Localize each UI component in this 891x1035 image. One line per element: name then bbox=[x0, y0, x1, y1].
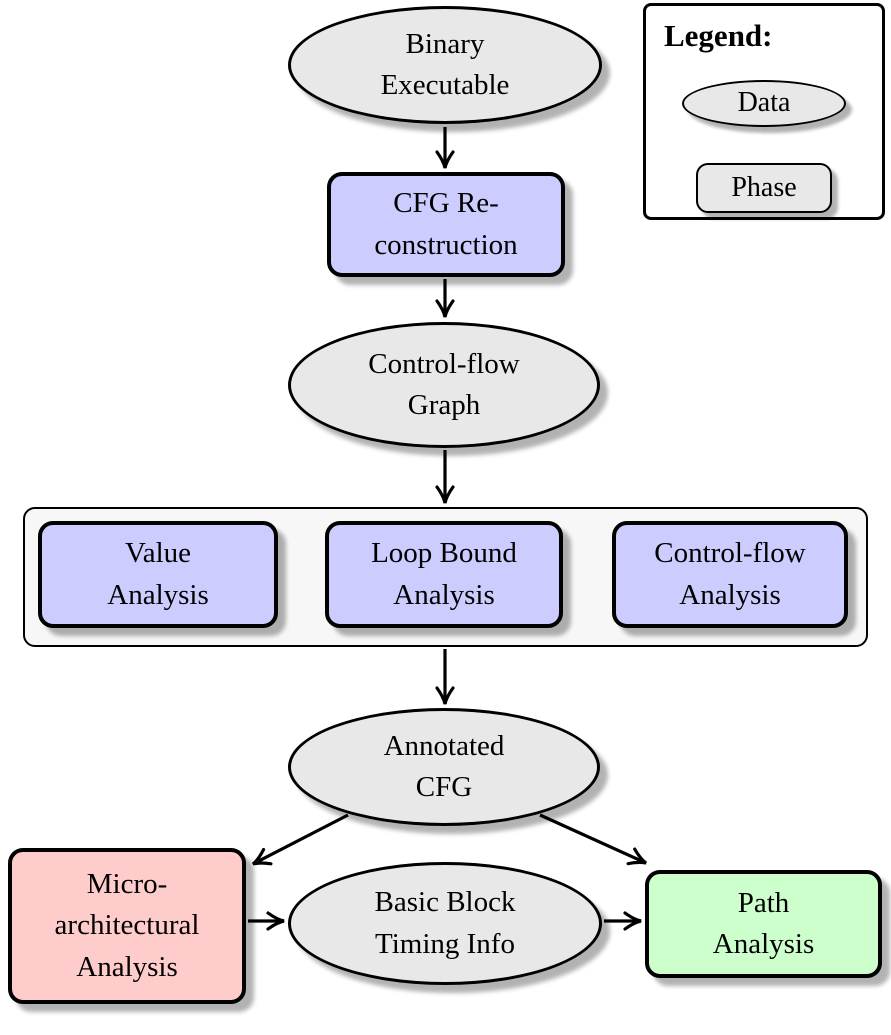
node-label-line: Control-flow bbox=[654, 537, 806, 570]
node-control-flow-graph: Control-flow Graph bbox=[288, 322, 600, 448]
legend-data-label: Data bbox=[737, 87, 791, 119]
node-label-line: CFG bbox=[415, 771, 473, 803]
node-label-line: Loop Bound bbox=[371, 537, 517, 570]
node-label-line: Analysis bbox=[107, 578, 209, 611]
node-annotated-cfg: Annotated CFG bbox=[288, 708, 600, 826]
node-label-line: architectural bbox=[54, 909, 200, 942]
node-label-line: construction bbox=[374, 228, 518, 261]
arrow-annotated-cfg-to-micro-architectural bbox=[251, 813, 349, 866]
node-binary-executable: Binary Executable bbox=[288, 6, 602, 124]
legend-phase-shape: Phase bbox=[696, 162, 832, 213]
node-label-line: Graph bbox=[407, 389, 481, 421]
node-label-line: Executable bbox=[380, 69, 510, 101]
arrow-annotated-cfg-to-path-analysis bbox=[539, 813, 647, 866]
node-label-line: Analysis bbox=[679, 578, 781, 611]
legend-data-shape: Data bbox=[682, 79, 846, 127]
node-cfg-reconstruction: CFG Re- construction bbox=[327, 172, 565, 277]
node-label-line: Micro- bbox=[86, 868, 168, 901]
node-label-line: CFG Re- bbox=[393, 187, 499, 220]
node-label-line: Value bbox=[124, 537, 192, 570]
node-label-line: Path bbox=[737, 886, 790, 919]
node-label-line: Annotated bbox=[383, 729, 505, 762]
node-label-line: Timing Info bbox=[375, 927, 515, 960]
node-micro-architectural-analysis: Micro- architectural Analysis bbox=[8, 848, 246, 1004]
node-loop-bound-analysis: Loop Bound Analysis bbox=[325, 521, 563, 628]
node-control-flow-analysis: Control-flow Analysis bbox=[612, 521, 848, 628]
node-label-line: Analysis bbox=[393, 578, 495, 611]
node-value-analysis: Value Analysis bbox=[38, 521, 278, 628]
node-path-analysis: Path Analysis bbox=[645, 870, 882, 978]
node-label-line: Basic Block bbox=[374, 886, 516, 919]
node-label-line: Control-flow bbox=[368, 347, 520, 380]
node-label-line: Binary bbox=[405, 27, 485, 60]
node-label-line: Analysis bbox=[76, 950, 178, 983]
legend-title: Legend: bbox=[664, 18, 773, 53]
node-basic-block-timing-info: Basic Block Timing Info bbox=[288, 862, 602, 985]
legend: Legend: Data Phase bbox=[643, 3, 885, 220]
legend-phase-label: Phase bbox=[731, 171, 797, 203]
node-label-line: Analysis bbox=[712, 928, 815, 960]
